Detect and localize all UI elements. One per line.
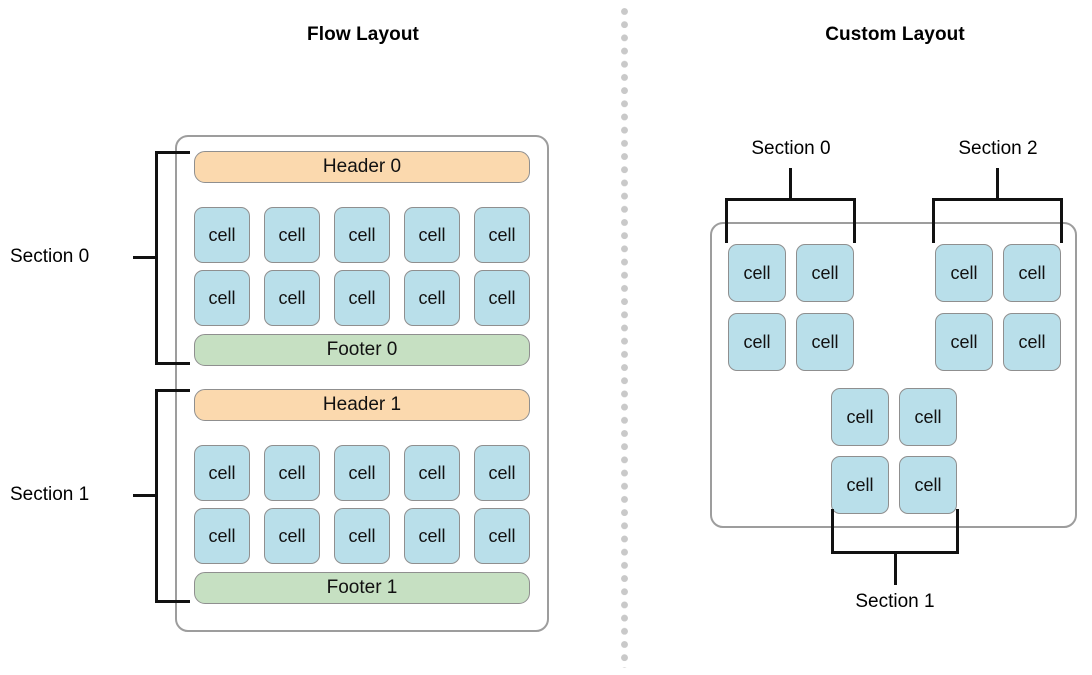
left-section-1-bracket	[155, 389, 190, 603]
cell: cell	[264, 508, 320, 564]
panel-divider	[621, 8, 628, 668]
cell: cell	[1003, 244, 1061, 302]
cell: cell	[194, 270, 250, 326]
cell: cell	[474, 508, 530, 564]
cell: cell	[264, 445, 320, 501]
left-section-0-label: Section 0	[10, 246, 90, 267]
left-section-0-bracket-stem	[133, 256, 158, 259]
cell: cell	[474, 207, 530, 263]
footer-1-bar: Footer 1	[194, 572, 530, 604]
right-section-1-bracket	[831, 509, 959, 554]
right-section-0-bracket-stem	[789, 168, 792, 200]
cell: cell	[935, 313, 993, 371]
cell: cell	[728, 244, 786, 302]
cell: cell	[404, 270, 460, 326]
cell: cell	[404, 207, 460, 263]
footer-0-bar: Footer 0	[194, 334, 530, 366]
cell: cell	[899, 456, 957, 514]
right-section-1-bracket-stem	[894, 552, 897, 585]
right-panel-title: Custom Layout	[825, 24, 965, 45]
right-section-0-bracket	[725, 198, 856, 243]
cell: cell	[796, 313, 854, 371]
cell: cell	[334, 270, 390, 326]
header-0-bar: Header 0	[194, 151, 530, 183]
right-section-2-bracket-stem	[996, 168, 999, 200]
right-section-2-bracket	[932, 198, 1063, 243]
cell: cell	[194, 445, 250, 501]
cell: cell	[831, 456, 889, 514]
right-section-2-label: Section 2	[958, 138, 1038, 159]
right-section-1-label: Section 1	[855, 591, 935, 612]
header-1-bar: Header 1	[194, 389, 530, 421]
cell: cell	[728, 313, 786, 371]
cell: cell	[935, 244, 993, 302]
cell: cell	[796, 244, 854, 302]
left-section-1-bracket-stem	[133, 494, 158, 497]
cell: cell	[334, 445, 390, 501]
cell: cell	[264, 270, 320, 326]
cell: cell	[194, 508, 250, 564]
cell: cell	[1003, 313, 1061, 371]
cell: cell	[404, 508, 460, 564]
cell: cell	[264, 207, 320, 263]
right-section-0-label: Section 0	[751, 138, 831, 159]
cell: cell	[334, 207, 390, 263]
cell: cell	[474, 270, 530, 326]
cell: cell	[194, 207, 250, 263]
cell: cell	[474, 445, 530, 501]
cell: cell	[831, 388, 889, 446]
left-section-0-bracket	[155, 151, 190, 365]
cell: cell	[334, 508, 390, 564]
left-panel-title: Flow Layout	[307, 24, 419, 45]
cell: cell	[899, 388, 957, 446]
left-section-1-label: Section 1	[10, 484, 90, 505]
cell: cell	[404, 445, 460, 501]
